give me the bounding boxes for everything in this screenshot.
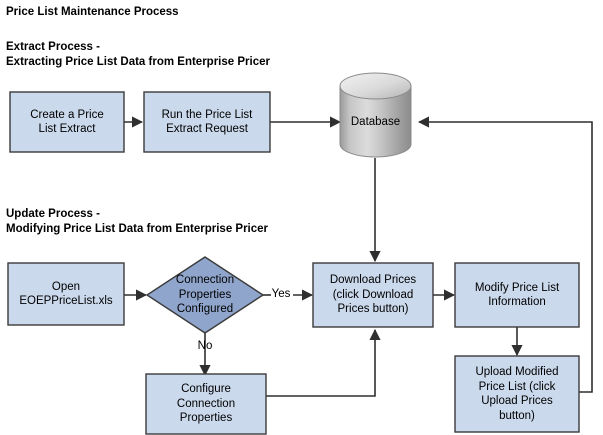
edge-upload-to-database — [417, 116, 593, 393]
node-create-price-list-extract — [9, 91, 125, 153]
page-title: Price List Maintenance Process — [6, 6, 179, 18]
node-connection-properties-configured-decision — [145, 256, 265, 334]
node-open-eoeppricelist-xls — [7, 262, 125, 326]
node-database-cylinder — [339, 72, 412, 158]
edge-label-no: No — [197, 340, 213, 352]
update-process-heading-line2: Modifying Price List Data from Enterpris… — [6, 223, 269, 235]
node-upload-modified-price-list — [454, 355, 580, 433]
node-run-price-list-extract-request — [143, 91, 271, 153]
node-modify-price-list-information — [454, 262, 580, 328]
node-download-prices — [312, 262, 434, 328]
extract-process-heading-line1: Extract Process - — [6, 41, 100, 53]
edge-label-yes: Yes — [271, 288, 291, 300]
extract-process-heading-line2: Extracting Price List Data from Enterpri… — [6, 56, 270, 68]
update-process-heading-line1: Update Process - — [6, 208, 100, 220]
edge-configure-to-download — [266, 328, 381, 397]
node-configure-connection-properties — [145, 373, 267, 435]
